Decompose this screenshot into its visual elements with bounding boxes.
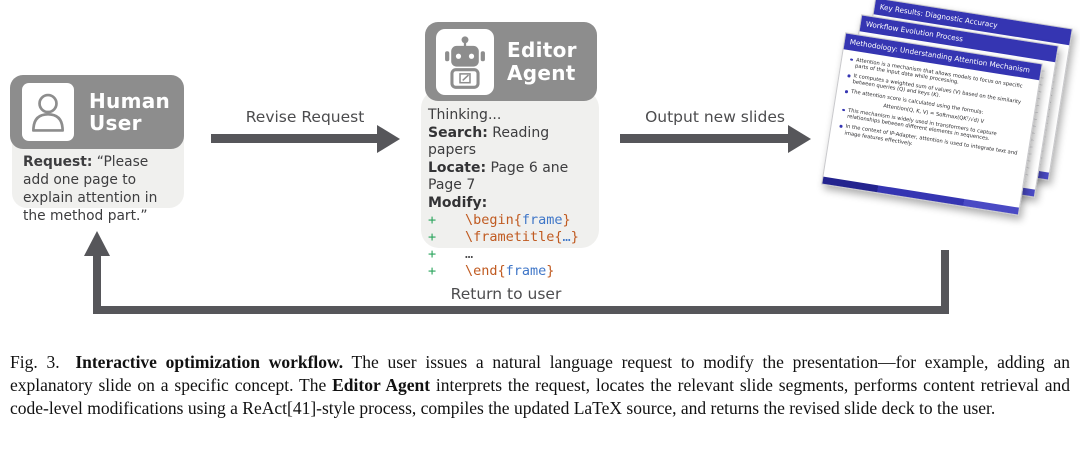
code-line-end-frame: + \end{frame} (428, 263, 555, 279)
code-line-frametitle: + \frametitle{…} (428, 229, 579, 245)
slide-front: Methodology: Understanding Attention Mec… (821, 32, 1043, 216)
search-line: Search: Reading papers (428, 124, 550, 159)
figure-caption: Fig. 3. Interactive optimization workflo… (10, 351, 1070, 420)
return-path-bottom-segment (93, 306, 949, 314)
thinking-line: Thinking... (428, 107, 502, 123)
modify-line: Modify: (428, 194, 488, 211)
return-arrowhead-icon (84, 231, 110, 256)
caption-text-2: interprets the request, locates the rele… (10, 375, 1070, 418)
editor-agent-title: Editor Agent (507, 38, 577, 85)
figure-number: Fig. 3. (10, 352, 60, 372)
return-path-right-segment (941, 250, 949, 314)
locate-line: Locate: Page 6 ane Page 7 (428, 159, 569, 194)
caption-bold-title: Interactive optimization workflow. (75, 352, 344, 372)
revise-request-arrowhead-icon (377, 124, 400, 153)
return-path-left-segment (93, 255, 101, 311)
output-new-slides-arrow (620, 134, 788, 143)
human-user-box: Human User (10, 75, 184, 149)
code-line-begin-frame: + \begin{frame} (428, 212, 571, 228)
caption-text-1: The user issues a natural language reque… (10, 352, 1071, 395)
output-new-slides-label: Output new slides (645, 108, 785, 126)
output-new-slides-arrowhead-icon (788, 124, 811, 153)
code-line-ellipsis: + … (428, 246, 474, 262)
human-user-title: Human User (89, 88, 171, 135)
robot-icon (436, 28, 494, 95)
return-to-user-label: Return to user (450, 285, 562, 303)
human-user-request-text: Request: “Please add one page to explain… (23, 154, 178, 226)
request-label: Request: (23, 154, 93, 170)
slide-front-footer (822, 176, 1019, 215)
editor-agent-box: Editor Agent (425, 22, 597, 101)
person-icon (22, 83, 74, 141)
revise-request-arrow (211, 134, 378, 143)
caption-bold-editor-agent: Editor Agent (332, 375, 431, 395)
editor-agent-log: Thinking... Search: Reading papers Locat… (428, 107, 600, 280)
editor-agent-panel (421, 90, 599, 248)
revise-request-label: Revise Request (245, 108, 365, 126)
request-quote: “Please add one page to explain attentio… (23, 154, 158, 224)
